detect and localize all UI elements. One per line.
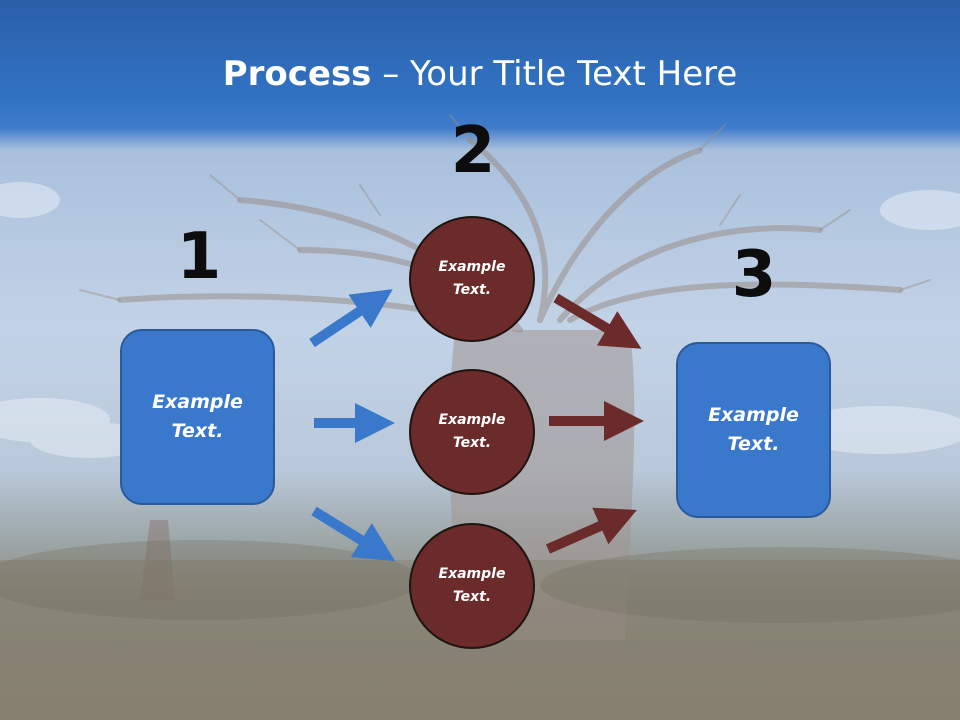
left-box: Example Text. [120, 329, 275, 505]
circle-top-text: Example Text. [438, 259, 506, 298]
step-number-3: 3 [731, 238, 777, 312]
title-rest: – Your Title Text Here [371, 54, 738, 94]
arrow-top-to-right [553, 293, 642, 349]
circle-middle: Example Text. [409, 369, 535, 495]
circle-bottom-text: Example Text. [438, 566, 506, 605]
arrow-left-to-top [309, 289, 393, 348]
circle-middle-text: Example Text. [438, 412, 506, 451]
circle-bottom: Example Text. [409, 523, 535, 649]
right-box: Example Text. [676, 342, 831, 518]
slide-title: Process – Your Title Text Here [0, 52, 960, 96]
right-box-text: Example Text. [708, 404, 799, 455]
circle-top: Example Text. [409, 216, 535, 342]
arrow-left-to-bottom [311, 506, 396, 562]
step-number-1: 1 [176, 220, 222, 294]
arrow-bottom-to-right [545, 507, 637, 554]
left-box-text: Example Text. [152, 391, 243, 442]
title-bold: Process [222, 54, 372, 94]
step-number-2: 2 [450, 114, 496, 188]
